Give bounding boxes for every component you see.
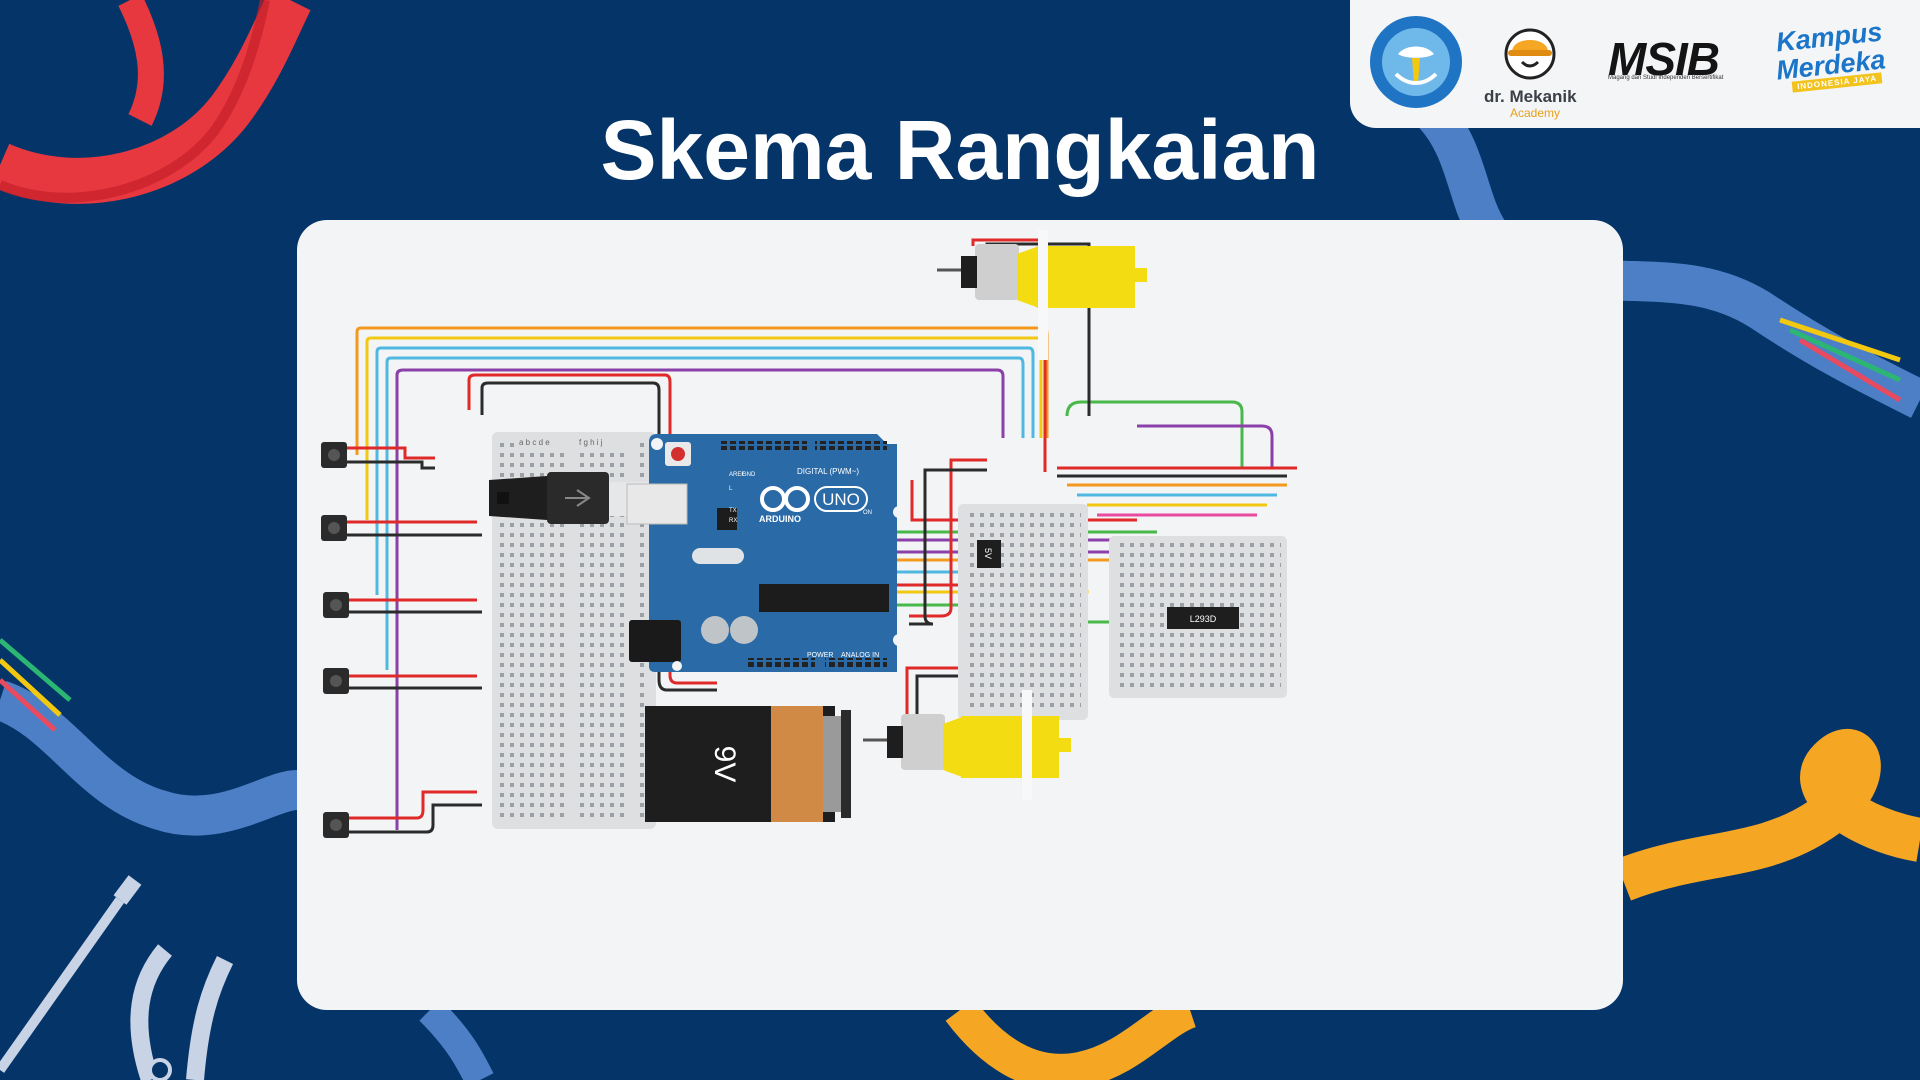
motor-driver-chip-label: L293D (1190, 614, 1217, 624)
tools-decoration (0, 875, 234, 1080)
digital-pwm-label: DIGITAL (PWM~) (797, 467, 859, 476)
ir-sensor (323, 668, 349, 694)
dr-mekanik-name: dr. Mekanik (1484, 87, 1577, 106)
msib-tagline: Magang dan Studi Independen Bersertifika… (1608, 75, 1724, 81)
breadboard-power-wires (467, 373, 717, 692)
tut-wuri-handayani-logo (1370, 16, 1462, 108)
msib-logo: MSIB (1608, 33, 1720, 85)
ir-sensor (321, 515, 347, 541)
partner-logo-bar: dr. Mekanik Academy MSIB Magang dan Stud… (1350, 0, 1920, 128)
dr-mekanik-logo-icon (1504, 28, 1556, 80)
dr-mekanik-subtitle: Academy (1510, 106, 1561, 120)
tx-label: TX (729, 508, 737, 514)
breadboard-cols-left: a b c d e (519, 438, 550, 447)
motor-driver-breadboard: L293D (1109, 536, 1287, 698)
dc-motor-top (937, 230, 1147, 360)
regulator-breadboard: 5V (958, 504, 1088, 720)
arduino-model-label: UNO (822, 490, 860, 509)
ir-sensor (321, 442, 347, 468)
ir-sensors (321, 442, 349, 838)
ir-sensor (323, 812, 349, 838)
arduino-brand-label: ARDUINO (759, 514, 801, 524)
battery-voltage-label: 9V (708, 746, 741, 783)
power-header-label: POWER (807, 652, 833, 659)
regulator-label: 5V (983, 548, 993, 559)
l-led-label: L (729, 486, 733, 492)
blue-cable-decoration (0, 95, 1920, 1080)
arduino-infinity-logo (760, 486, 810, 512)
sensor-power-wires (345, 446, 482, 834)
slide-title: Skema Rangkaian (600, 103, 1320, 197)
orange-cable-decoration (945, 729, 1920, 1080)
dc-motor-bottom (863, 690, 1071, 800)
circuit-diagram: a b c d e f g h i j UNO (321, 230, 1297, 838)
ir-sensor (323, 592, 349, 618)
9v-battery: 9V (645, 706, 851, 822)
aref-label: AREF (729, 472, 745, 478)
arduino-uno-board: UNO ARDUINO DIGITAL (PWM~) POWER ANALOG … (626, 434, 905, 672)
on-led-label: ON (863, 510, 872, 516)
analog-in-label: ANALOG IN (841, 652, 879, 659)
red-cable-decoration (0, 0, 311, 204)
breadboard-cols-right: f g h i j (579, 438, 603, 447)
rx-label: RX (729, 518, 737, 524)
gnd-label: GND (742, 472, 756, 478)
main-breadboard: a b c d e f g h i j (492, 432, 656, 829)
